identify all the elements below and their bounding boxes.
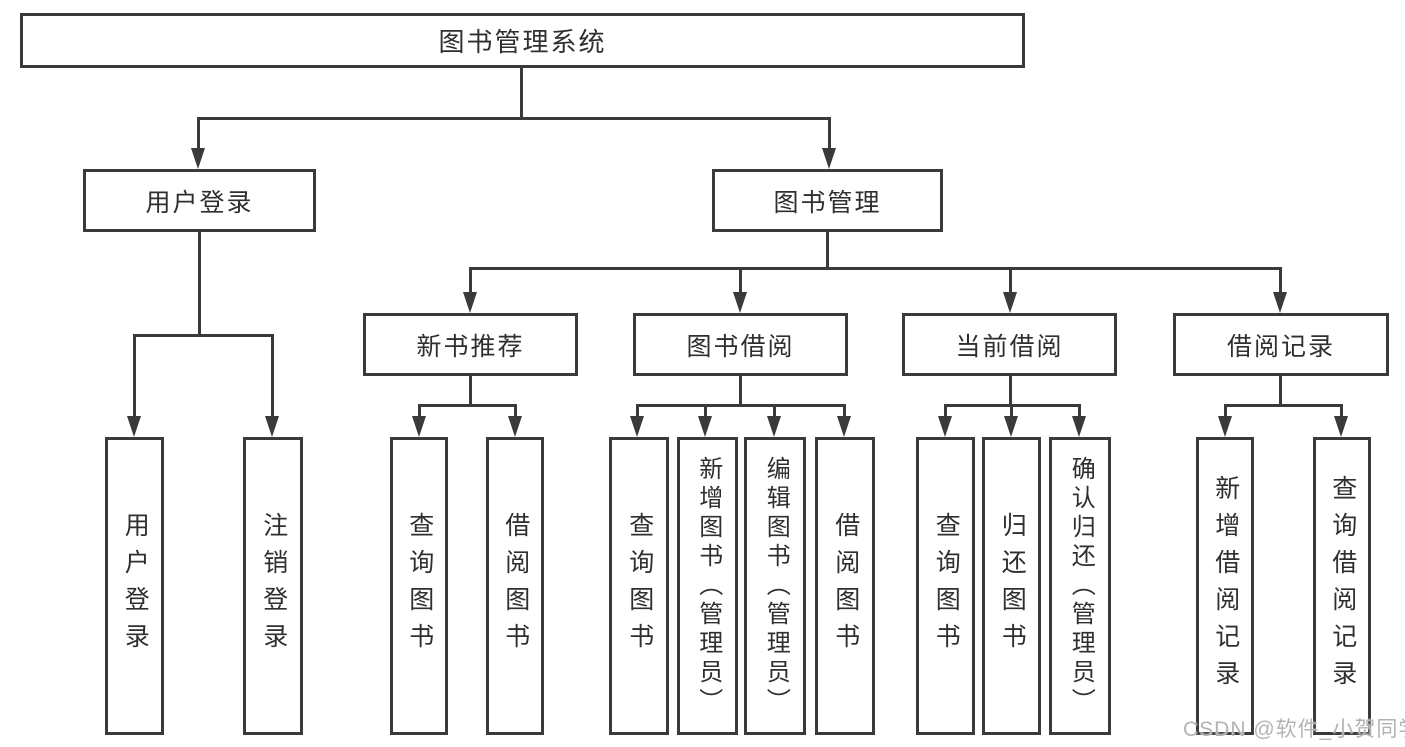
leaf-add-borrow-record: 新增借阅记录: [1196, 437, 1254, 735]
node-label: 当前借阅: [955, 332, 1064, 361]
arrowhead-down-icon: [938, 416, 952, 437]
arrowhead-down-icon: [191, 148, 205, 169]
arrowhead-down-icon: [463, 292, 477, 313]
connector-line: [271, 334, 274, 420]
connector-line: [1279, 267, 1282, 297]
connector-line: [843, 404, 846, 420]
leaf-label: 借阅图书: [831, 512, 860, 660]
arrowhead-down-icon: [837, 416, 851, 437]
node-label: 图书借阅: [686, 332, 795, 361]
leaf-user-login: 用户登录: [105, 437, 164, 735]
leaf-label: 用户登录: [121, 512, 150, 660]
connector-line: [197, 117, 200, 152]
leaf-label: 新增图书（管理员）: [694, 455, 722, 717]
connector-line: [1340, 404, 1343, 420]
node-new-book-recommendation: 新书推荐: [363, 313, 578, 376]
arrowhead-down-icon: [767, 416, 781, 437]
leaf-label: 归还图书: [998, 512, 1027, 660]
leaf-logout: 注销登录: [243, 437, 303, 735]
leaf-query-borrow-record: 查询借阅记录: [1313, 437, 1371, 735]
leaf-label: 查询图书: [932, 512, 961, 660]
leaf-label: 注销登录: [259, 512, 288, 660]
node-label: 借阅记录: [1226, 332, 1335, 361]
node-library-management-system: 图书管理系统: [20, 13, 1025, 68]
connector-line: [1224, 404, 1227, 420]
connector-line: [826, 232, 829, 270]
connector-line: [828, 117, 831, 152]
leaf-label: 查询图书: [405, 512, 434, 660]
arrowhead-down-icon: [508, 416, 522, 437]
node-book-management: 图书管理: [712, 169, 943, 232]
connector-line: [469, 267, 472, 297]
connector-line: [198, 232, 201, 337]
node-borrowing-records: 借阅记录: [1173, 313, 1389, 376]
connector-line: [1010, 404, 1013, 420]
arrowhead-down-icon: [630, 416, 644, 437]
connector-line: [514, 404, 517, 420]
connector-line: [133, 334, 274, 337]
leaf-label: 借阅图书: [501, 512, 530, 660]
arrowhead-down-icon: [1218, 416, 1232, 437]
connector-line: [418, 404, 421, 420]
leaf-query-books-recommend: 查询图书: [390, 437, 448, 735]
arrowhead-down-icon: [733, 292, 747, 313]
leaf-label: 确认归还（管理员）: [1067, 455, 1095, 717]
leaf-query-books-borrowing: 查询图书: [609, 437, 669, 735]
connector-line: [197, 117, 831, 120]
connector-line: [469, 376, 472, 407]
watermark: CSDN @软件_小贺同学: [1183, 718, 1405, 741]
connector-line: [1078, 404, 1081, 420]
connector-line: [704, 404, 707, 420]
connector-line: [773, 404, 776, 420]
connector-line: [739, 267, 742, 297]
leaf-label: 新增借阅记录: [1211, 475, 1240, 697]
connector-line: [739, 376, 742, 407]
connector-line: [1279, 376, 1282, 407]
leaf-edit-books-admin: 编辑图书（管理员）: [744, 437, 806, 735]
leaf-query-books-current: 查询图书: [916, 437, 975, 735]
node-book-borrowing: 图书借阅: [633, 313, 848, 376]
node-label: 用户登录: [145, 188, 254, 217]
connector-line: [1224, 404, 1343, 407]
arrowhead-down-icon: [1003, 292, 1017, 313]
node-label: 新书推荐: [416, 332, 525, 361]
node-current-borrowing: 当前借阅: [902, 313, 1117, 376]
arrowhead-down-icon: [1072, 416, 1086, 437]
connector-line: [469, 267, 1282, 270]
arrowhead-down-icon: [1334, 416, 1348, 437]
arrowhead-down-icon: [1004, 416, 1018, 437]
connector-line: [1009, 376, 1012, 407]
connector-line: [520, 66, 523, 118]
connector-line: [133, 334, 136, 420]
leaf-label: 查询图书: [625, 512, 654, 660]
arrowhead-down-icon: [1273, 292, 1287, 313]
leaf-add-books-admin: 新增图书（管理员）: [677, 437, 738, 735]
arrowhead-down-icon: [265, 416, 279, 437]
leaf-confirm-return-admin: 确认归还（管理员）: [1049, 437, 1111, 735]
leaf-return-books: 归还图书: [982, 437, 1041, 735]
connector-line: [636, 404, 845, 407]
node-user-login: 用户登录: [83, 169, 316, 232]
leaf-borrow-books-recommend: 借阅图书: [486, 437, 544, 735]
arrowhead-down-icon: [698, 416, 712, 437]
node-label: 图书管理系统: [438, 27, 607, 57]
leaf-label: 编辑图书（管理员）: [762, 455, 790, 717]
node-label: 图书管理: [773, 188, 882, 217]
arrowhead-down-icon: [822, 148, 836, 169]
connector-line: [636, 404, 639, 420]
leaf-label: 查询借阅记录: [1328, 475, 1357, 697]
connector-line: [1009, 267, 1012, 297]
arrowhead-down-icon: [127, 416, 141, 437]
connector-line: [418, 404, 517, 407]
leaf-borrow-books-borrowing: 借阅图书: [815, 437, 875, 735]
arrowhead-down-icon: [412, 416, 426, 437]
connector-line: [944, 404, 947, 420]
